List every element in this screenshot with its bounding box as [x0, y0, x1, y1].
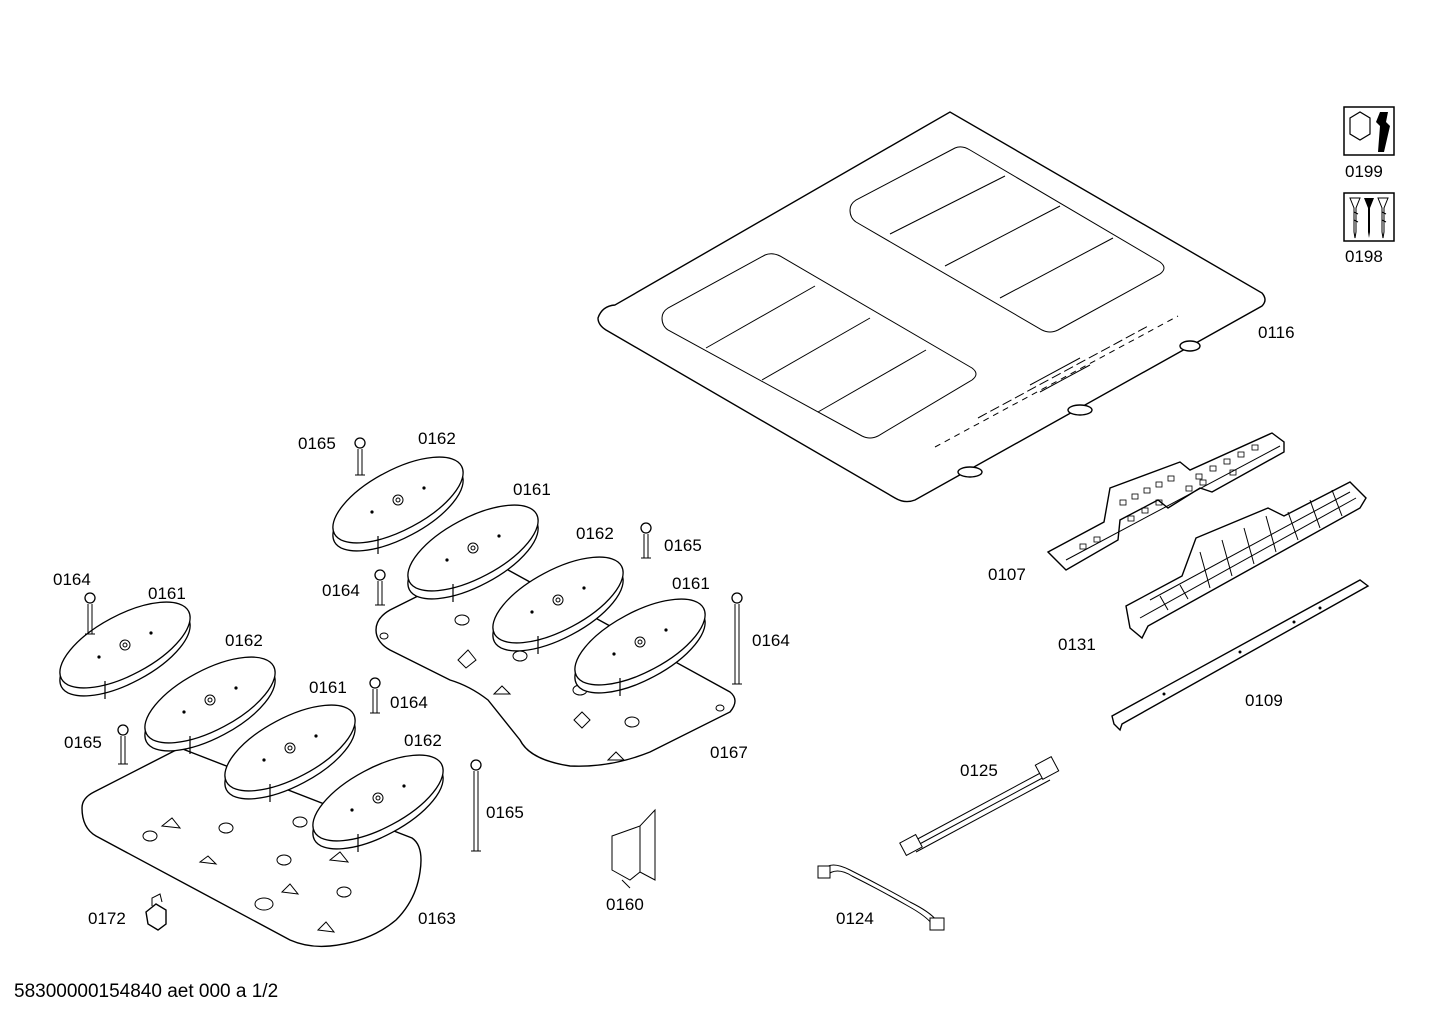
screws-icon[interactable] [1343, 192, 1395, 242]
label-0131: 0131 [1058, 635, 1096, 654]
induction-coil[interactable] [47, 585, 202, 714]
drawing-footer: 58300000154840 aet 000 a 1/2 [14, 981, 278, 1002]
induction-coil[interactable] [480, 540, 635, 669]
spring-stud[interactable] [640, 522, 652, 559]
induction-coil[interactable] [395, 488, 550, 617]
label-0124: 0124 [836, 909, 874, 928]
wrench-icon[interactable] [1343, 106, 1395, 156]
spring-studs [84, 437, 743, 852]
label-0172: 0172 [88, 909, 126, 928]
module-carrier-part[interactable] [1125, 481, 1367, 640]
label-0164-a: 0164 [53, 570, 91, 589]
label-0164-d: 0164 [390, 693, 428, 712]
label-0165-a: 0165 [298, 434, 336, 453]
left-base-plate-part[interactable] [81, 747, 422, 948]
induction-coils [47, 440, 717, 867]
label-0162-a: 0162 [418, 429, 456, 448]
label-0116: 0116 [1258, 323, 1295, 342]
spring-stud[interactable] [470, 759, 482, 852]
spring-stud[interactable] [731, 592, 743, 685]
induction-coil[interactable] [320, 440, 475, 569]
label-0165-c: 0165 [64, 733, 102, 752]
label-0165-b: 0165 [664, 536, 702, 555]
label-0198: 0198 [1345, 247, 1383, 266]
bracket-part[interactable] [611, 808, 656, 889]
induction-coil[interactable] [212, 688, 367, 817]
label-0162-d: 0162 [404, 731, 442, 750]
control-module-part[interactable] [1046, 432, 1285, 571]
spring-stud[interactable] [369, 677, 381, 714]
induction-coil[interactable] [132, 640, 287, 769]
label-0165-d: 0165 [486, 803, 524, 822]
spring-stud[interactable] [117, 724, 129, 765]
label-0160: 0160 [606, 895, 644, 914]
label-0161-c: 0161 [148, 584, 186, 603]
label-0164-c: 0164 [752, 631, 790, 650]
label-0162-b: 0162 [576, 524, 614, 543]
label-0199: 0199 [1345, 162, 1383, 181]
label-0161-a: 0161 [513, 480, 551, 499]
label-0167: 0167 [710, 743, 748, 762]
ribbon-cable-part[interactable] [899, 756, 1060, 857]
induction-coil[interactable] [300, 738, 455, 867]
wire-harness-part[interactable] [817, 864, 945, 931]
spring-stud[interactable] [84, 592, 96, 635]
label-0161-d: 0161 [309, 678, 347, 697]
spring-stud[interactable] [374, 569, 386, 606]
spring-stud[interactable] [354, 437, 366, 476]
label-0163: 0163 [418, 909, 456, 928]
label-0107: 0107 [988, 565, 1026, 584]
clip-part[interactable] [145, 893, 167, 931]
label-0161-b: 0161 [672, 574, 710, 593]
label-0109: 0109 [1245, 691, 1283, 710]
label-0162-c: 0162 [225, 631, 263, 650]
label-0125: 0125 [960, 761, 998, 780]
induction-coil[interactable] [562, 582, 717, 711]
label-0164-b: 0164 [322, 581, 360, 600]
glass-cooktop-part[interactable] [597, 111, 1266, 503]
mounting-rail-part[interactable] [1111, 579, 1370, 732]
